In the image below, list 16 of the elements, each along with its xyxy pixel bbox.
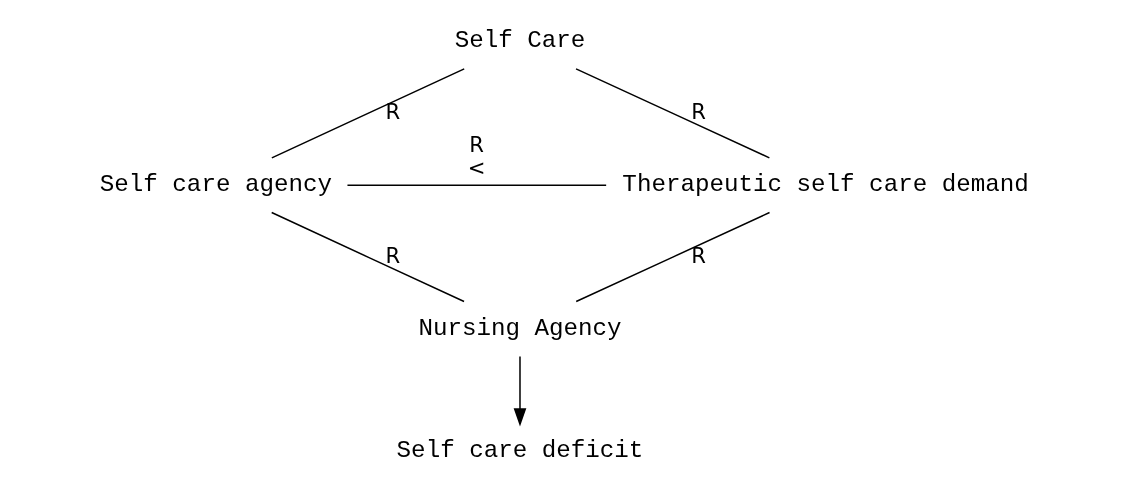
connector (270, 211, 465, 303)
edge-label: R (691, 98, 706, 124)
edge-label: R (385, 242, 401, 268)
edge-label: R (385, 98, 401, 124)
arrow (513, 355, 527, 427)
edge-label: R (691, 242, 706, 268)
connector (575, 68, 771, 159)
edge-label: R < (467, 132, 486, 180)
connector (271, 68, 465, 159)
connector (575, 211, 771, 303)
node-text: Self care deficit (396, 437, 644, 465)
node-text: Self care agency (99, 170, 333, 198)
node-text: Self Care (454, 27, 586, 55)
connector (346, 184, 607, 186)
node-text: Nursing Agency (418, 314, 622, 342)
node-text: Therapeutic self care demand (622, 170, 1029, 198)
